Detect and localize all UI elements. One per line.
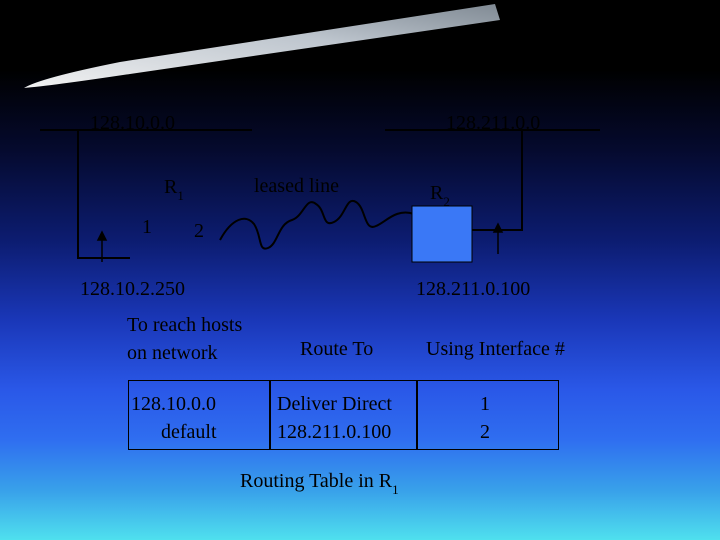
r2-net-link xyxy=(472,130,522,230)
table-header-interface: Using Interface # xyxy=(426,338,565,360)
router-r1-label: R1 xyxy=(164,176,184,200)
table-header-route-to: Route To xyxy=(300,338,373,360)
table-row-2-route: 128.211.0.100 xyxy=(277,421,391,443)
r1-interface-2-label: 2 xyxy=(194,220,204,242)
table-network-cell: 128.10.0.0 default xyxy=(128,380,270,450)
r1-address-label: 128.10.2.250 xyxy=(80,278,185,300)
table-header-network-line1: To reach hosts xyxy=(127,314,242,336)
table-route-cell: Deliver Direct 128.211.0.100 xyxy=(270,380,417,450)
table-row-1-network: 128.10.0.0 xyxy=(131,393,216,415)
left-network-label: 128.10.0.0 xyxy=(90,112,175,134)
table-row-2-iface: 2 xyxy=(480,421,490,443)
router-r2-label: R2 xyxy=(430,182,450,206)
leased-line-squiggle xyxy=(220,201,414,249)
r1-interface-1-label: 1 xyxy=(142,216,152,238)
table-caption: Routing Table in R1 xyxy=(240,470,399,494)
table-row-1-iface: 1 xyxy=(480,393,490,415)
table-interface-cell: 1 2 xyxy=(417,380,559,450)
leased-line-label: leased line xyxy=(254,175,339,197)
table-header-network-line2: on network xyxy=(127,342,218,364)
table-row-1-route: Deliver Direct xyxy=(277,393,392,415)
router-r2-box xyxy=(412,206,472,262)
r2-address-label: 128.211.0.100 xyxy=(416,278,530,300)
right-network-label: 128.211.0.0 xyxy=(446,112,540,134)
table-row-2-network: default xyxy=(161,421,217,443)
